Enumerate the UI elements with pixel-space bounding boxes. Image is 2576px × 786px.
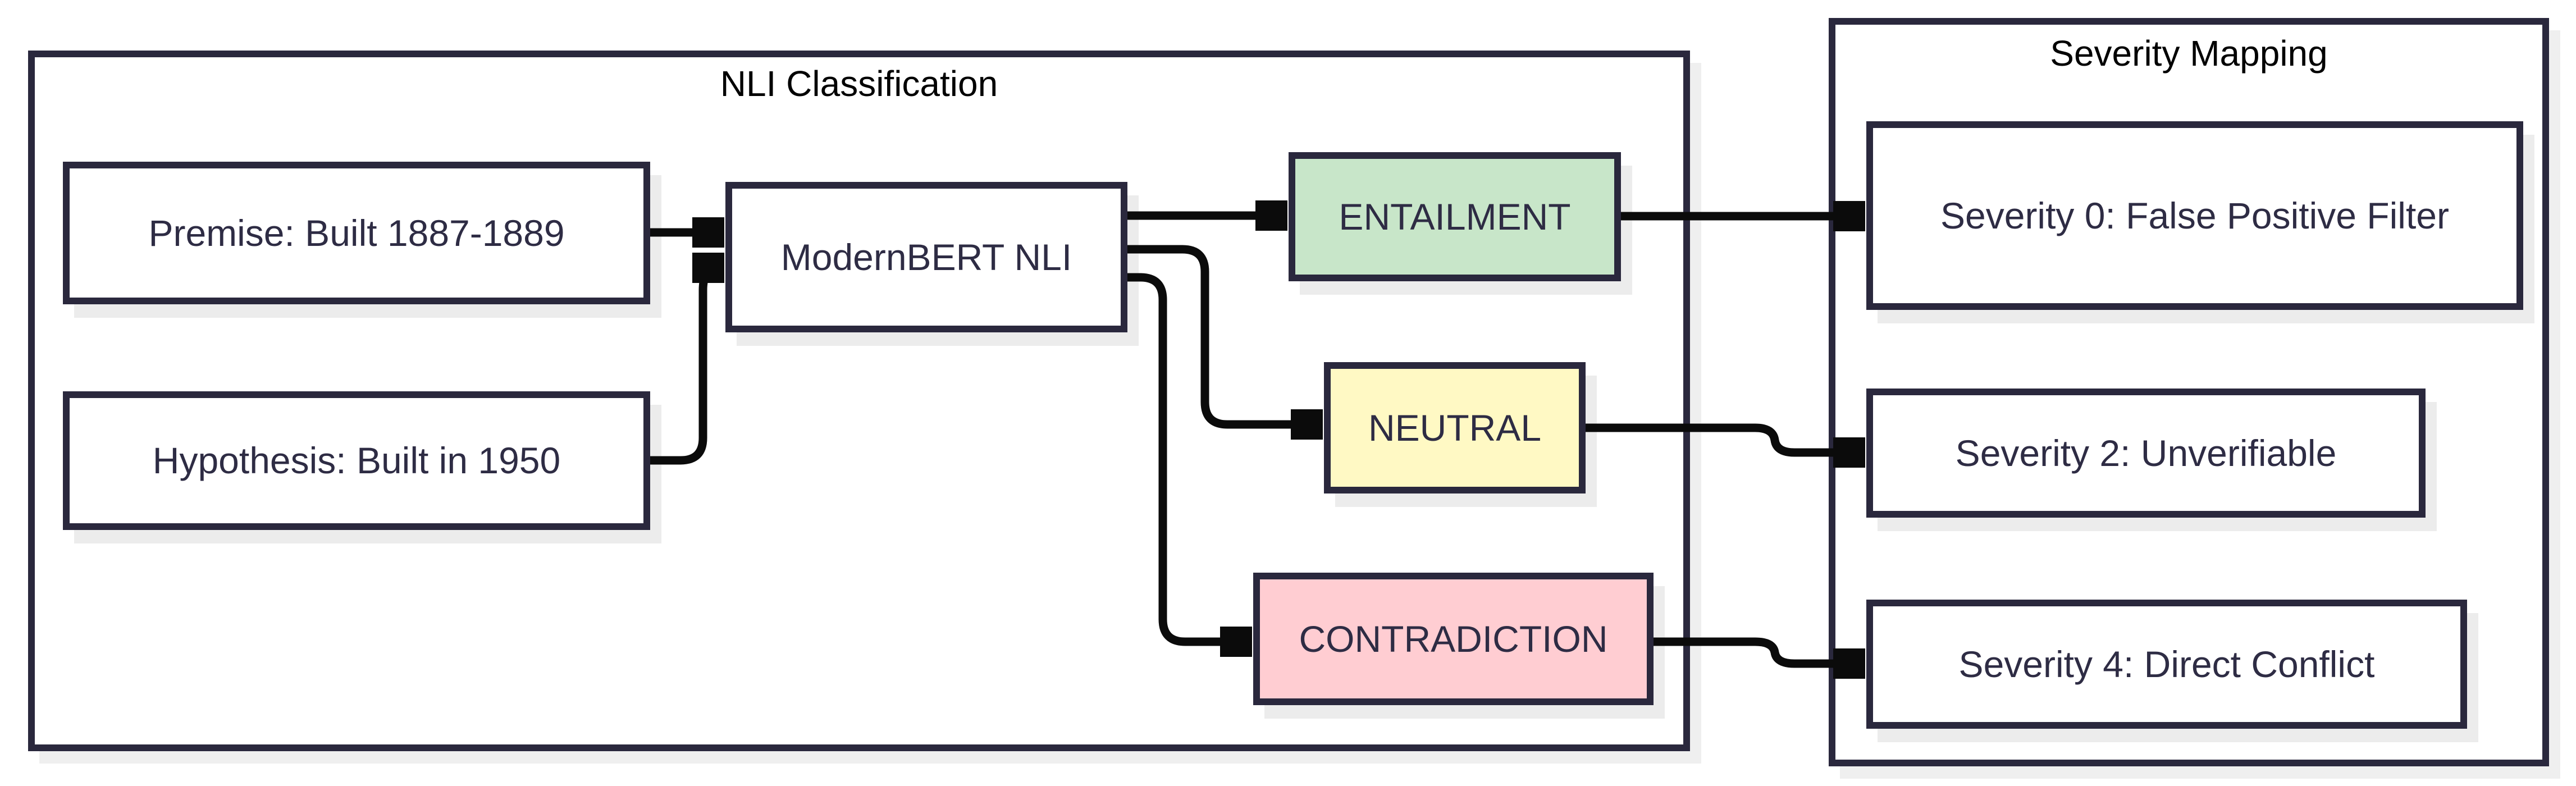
node-premise: Premise: Built 1887-1889	[63, 162, 650, 304]
nli-classification-title: NLI Classification	[720, 63, 998, 104]
premise-label: Premise: Built 1887-1889	[148, 212, 565, 254]
node-contradiction: CONTRADICTION	[1253, 573, 1654, 705]
node-severity-0: Severity 0: False Positive Filter	[1866, 121, 2523, 310]
neutral-label: NEUTRAL	[1368, 406, 1542, 449]
severity-4-label: Severity 4: Direct Conflict	[1958, 643, 2375, 685]
severity-0-label: Severity 0: False Positive Filter	[1940, 194, 2449, 236]
node-neutral: NEUTRAL	[1324, 362, 1586, 493]
node-modernbert-nli: ModernBERT NLI	[725, 182, 1127, 332]
node-hypothesis: Hypothesis: Built in 1950	[63, 391, 650, 530]
node-severity-2: Severity 2: Unverifiable	[1866, 389, 2426, 518]
hypothesis-label: Hypothesis: Built in 1950	[152, 440, 561, 481]
node-severity-4: Severity 4: Direct Conflict	[1866, 600, 2467, 729]
modernbert-nli-label: ModernBERT NLI	[780, 236, 1072, 278]
node-entailment: ENTAILMENT	[1289, 152, 1621, 281]
entailment-label: ENTAILMENT	[1339, 195, 1571, 237]
contradiction-label: CONTRADICTION	[1299, 618, 1608, 660]
severity-mapping-title: Severity Mapping	[2050, 33, 2328, 74]
severity-2-label: Severity 2: Unverifiable	[1955, 432, 2337, 474]
